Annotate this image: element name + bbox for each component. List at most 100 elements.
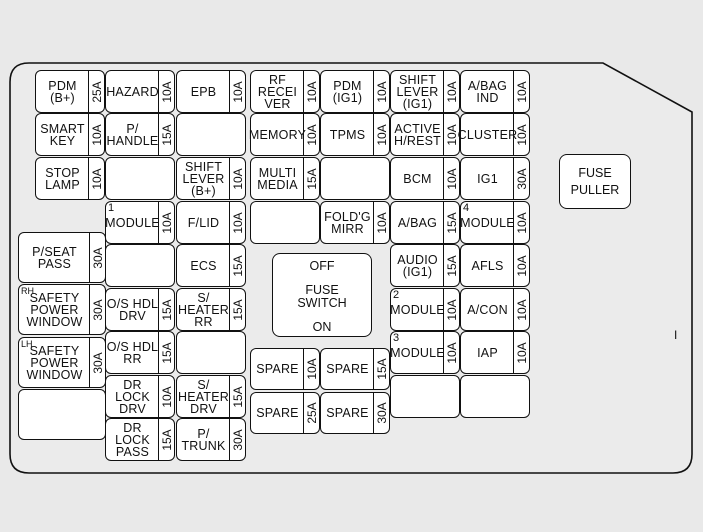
- fuse-puller[interactable]: FUSE PULLER: [559, 154, 631, 209]
- fuse-label: MODULE: [105, 215, 160, 230]
- fuse-slot[interactable]: AUDIO (IG1)15A: [390, 244, 460, 287]
- fuse-amperage: 10A: [373, 71, 389, 112]
- fuse-slot[interactable]: SHIFT LEVER (B+)10A: [176, 157, 246, 200]
- fuse-label: A/BAG: [397, 215, 438, 230]
- fuse-slot[interactable]: [460, 375, 530, 418]
- fuse-amperage-text: 15A: [304, 167, 319, 190]
- fuse-label: [177, 332, 245, 373]
- fuse-slot[interactable]: [320, 157, 390, 200]
- fuse-slot[interactable]: [176, 113, 246, 156]
- fuse-amperage-text: 10A: [159, 385, 174, 408]
- fuse-amperage-text: 30A: [90, 298, 105, 321]
- fuse-label: STOP LAMP: [45, 165, 80, 192]
- fuse-label: [106, 158, 174, 199]
- fuse-slot[interactable]: SHIFT LEVER (IG1)10A: [390, 70, 460, 113]
- fuse-amperage: 10A: [158, 202, 174, 243]
- fuse-slot[interactable]: SPARE 10A: [250, 348, 320, 390]
- fuse-slot[interactable]: [18, 389, 106, 440]
- fuse-label: F/LID: [187, 215, 220, 230]
- fuse-amperage: 15A: [229, 376, 245, 417]
- fuse-switch-on-label: ON: [312, 320, 332, 334]
- fuse-label: SPARE: [256, 362, 299, 376]
- fuse-slot[interactable]: PDM (B+) 25A: [35, 70, 105, 113]
- fuse-amperage-text: 15A: [159, 341, 174, 364]
- fuse-amperage: 10A: [229, 158, 245, 199]
- fuse-amperage: 10A: [443, 71, 459, 112]
- fuse-slot[interactable]: PDM (IG1)10A: [320, 70, 390, 113]
- fuse-amperage-text: 30A: [374, 402, 389, 424]
- fuse-label: PDM (B+): [48, 78, 77, 105]
- fuse-slot[interactable]: [105, 157, 175, 200]
- fuse-slot[interactable]: [176, 331, 246, 374]
- fuse-amperage: 10A: [158, 376, 174, 417]
- fuse-amperage: 10A: [158, 71, 174, 112]
- fuse-amperage: 10A: [443, 114, 459, 155]
- fuse-amperage: 25A: [88, 71, 104, 112]
- fuse-amperage-text: 10A: [374, 211, 389, 234]
- fuse-amperage-text: 10A: [230, 80, 245, 103]
- fuse-amperage: 15A: [373, 349, 389, 389]
- fuse-slot[interactable]: [105, 244, 175, 287]
- fuse-label: HAZARD: [106, 84, 159, 99]
- fuse-label: A/BAG IND: [467, 78, 508, 105]
- fuse-amperage-text: 10A: [230, 167, 245, 190]
- fuse-amperage-text: 10A: [304, 358, 319, 380]
- fuse-switch-title: FUSE SWITCH: [297, 283, 347, 310]
- fuse-label: ACTIVE H/REST: [393, 121, 442, 148]
- fuse-amperage: 10A: [303, 71, 319, 112]
- fuse-label: MEMORY: [248, 127, 307, 142]
- fuse-amperage: 25A: [303, 393, 319, 433]
- fuse-amperage: 10A: [513, 114, 529, 155]
- fuse-slot[interactable]: [390, 375, 460, 418]
- fuse-amperage-text: 10A: [514, 341, 529, 364]
- fuse-puller-label: FUSE PULLER: [570, 165, 620, 197]
- fuse-switch[interactable]: OFF FUSE SWITCH ON: [272, 253, 372, 337]
- fuse-label: [461, 376, 529, 417]
- fuse-slot[interactable]: [250, 201, 320, 244]
- fuse-amperage-text: 10A: [514, 80, 529, 103]
- fuse-label: SAFETY POWER WINDOW: [26, 290, 83, 329]
- fuse-amperage-text: 15A: [230, 254, 245, 277]
- fuse-amperage-text: 15A: [159, 123, 174, 146]
- fuse-slot[interactable]: A/BAG IND 10A: [460, 70, 530, 113]
- fuse-label: CLUSTER: [457, 127, 518, 142]
- side-mark: I: [674, 328, 678, 342]
